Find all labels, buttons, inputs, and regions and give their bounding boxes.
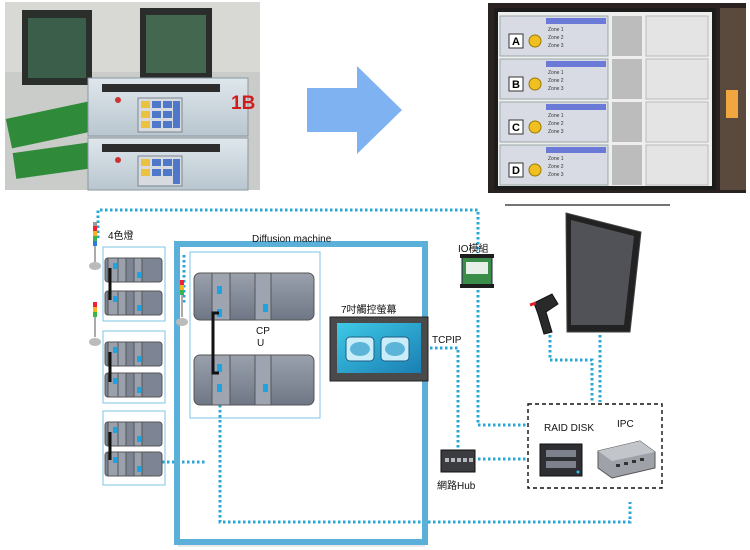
bank-module-slot <box>117 451 127 477</box>
barcode-scanner-icon <box>529 293 559 335</box>
zone-status-lamp <box>528 77 542 91</box>
zone-row-label: Zone 1 <box>548 70 564 76</box>
zone-info-panel <box>645 15 709 57</box>
zone-table-header <box>546 61 606 67</box>
cpu-label-line2: U <box>257 338 265 349</box>
cpu-modules <box>193 272 315 406</box>
zone-status-lamp <box>528 163 542 177</box>
zone-row-label: Zone 2 <box>548 35 564 41</box>
bank-module-slot <box>133 421 143 447</box>
ipc-raid-group <box>527 403 663 489</box>
zone-row-label: Zone 3 <box>548 172 564 178</box>
network-hub-label: 網路Hub <box>437 481 476 492</box>
zone-letter-box <box>508 33 524 49</box>
bank-module-slot <box>117 257 127 283</box>
monitor-icon <box>565 212 642 333</box>
diffusion-machine-label: Diffusion machine <box>252 234 332 245</box>
hardware-tag-label: 1B <box>231 93 256 114</box>
monitoring-screen-photo: A Zone 1 Zone 2 Zone 3 B Zone 1 Zone 2 Zone 3 C Z… <box>488 3 746 193</box>
cpu-label-line1: CP <box>256 326 270 337</box>
zone-table-header <box>546 104 606 110</box>
zone-row-label: Zone 3 <box>548 129 564 135</box>
zone-row-label: Zone 1 <box>548 27 564 33</box>
raid-disk-label: RAID DISK <box>544 423 595 434</box>
bank-indicator <box>113 427 117 433</box>
zone-info-panel <box>645 101 709 143</box>
link-io-raid <box>476 290 528 427</box>
zone-blocks: A Zone 1 Zone 2 Zone 3 B Zone 1 Zone 2 Zone 3 C Z… <box>499 15 709 186</box>
zone-info-panel <box>645 144 709 186</box>
bank-indicator <box>137 356 141 362</box>
bank-module-slot <box>117 290 127 316</box>
signal-light-tower-icon <box>89 222 188 346</box>
zone-side-panel <box>612 145 642 185</box>
io-module-label: IO模組 <box>458 244 489 255</box>
zone-letter-box <box>508 162 524 178</box>
module-banks <box>102 246 166 486</box>
diffusion-machine-frame <box>174 241 428 545</box>
bank-indicator <box>137 466 141 472</box>
bank-module-slot <box>133 372 143 398</box>
bank-indicator <box>113 457 117 463</box>
zone-row-label: Zone 3 <box>548 43 564 49</box>
bank-indicator <box>113 378 117 384</box>
zone-side-panel <box>612 59 642 99</box>
io-module-icon <box>460 254 494 288</box>
bank-module-slot <box>133 341 143 367</box>
zone-letter: A <box>512 36 520 48</box>
zone-status-lamp <box>528 120 542 134</box>
keypad-top <box>137 97 183 133</box>
raid-disk-icon <box>539 443 583 477</box>
keypad-bottom <box>137 155 183 187</box>
bank-module-slot <box>133 290 143 316</box>
zone-table-header <box>546 18 606 24</box>
zone-row-label: Zone 2 <box>548 164 564 170</box>
industrial-pc-icon <box>597 440 656 479</box>
bank-indicator <box>137 387 141 393</box>
ipc-label: IPC <box>617 419 634 430</box>
bank-indicator <box>137 272 141 278</box>
zone-row-label: Zone 1 <box>548 156 564 162</box>
zone-letter: C <box>512 122 520 134</box>
zone-row-label: Zone 3 <box>548 86 564 92</box>
zone-letter-box <box>508 76 524 92</box>
touch-screen-device <box>329 316 429 382</box>
zone-letter-box <box>508 119 524 135</box>
bank-indicator <box>137 436 141 442</box>
bank-indicator <box>113 296 117 302</box>
link-scanner-ipc <box>548 335 594 402</box>
zone-row-label: Zone 2 <box>548 78 564 84</box>
bank-module-slot <box>133 451 143 477</box>
bank-module-slot <box>117 372 127 398</box>
legacy-controller-photo <box>5 2 260 191</box>
right-arrow-icon <box>307 66 402 154</box>
zone-row-label: Zone 1 <box>548 113 564 119</box>
link-tcpip-hub <box>430 346 460 448</box>
zone-letter: B <box>512 79 520 91</box>
bank-indicator <box>137 305 141 311</box>
bank-module-slot <box>133 257 143 283</box>
network-hub-icon <box>440 449 476 473</box>
zone-status-lamp <box>528 34 542 48</box>
light-tower-label: 4色燈 <box>108 231 134 242</box>
cpu-zone-frame <box>189 251 321 419</box>
bank-module-slot <box>117 341 127 367</box>
zone-side-panel <box>612 102 642 142</box>
zone-side-panel <box>612 16 642 56</box>
zone-info-panel <box>645 58 709 100</box>
zone-letter: D <box>512 165 520 177</box>
bank-indicator <box>113 347 117 353</box>
tcpip-label: TCPIP <box>432 335 462 346</box>
bank-module-slot <box>117 421 127 447</box>
touch-screen-label: 7吋觸控螢幕 <box>341 305 397 316</box>
zone-table-header <box>546 147 606 153</box>
zone-row-label: Zone 2 <box>548 121 564 127</box>
bank-indicator <box>113 263 117 269</box>
